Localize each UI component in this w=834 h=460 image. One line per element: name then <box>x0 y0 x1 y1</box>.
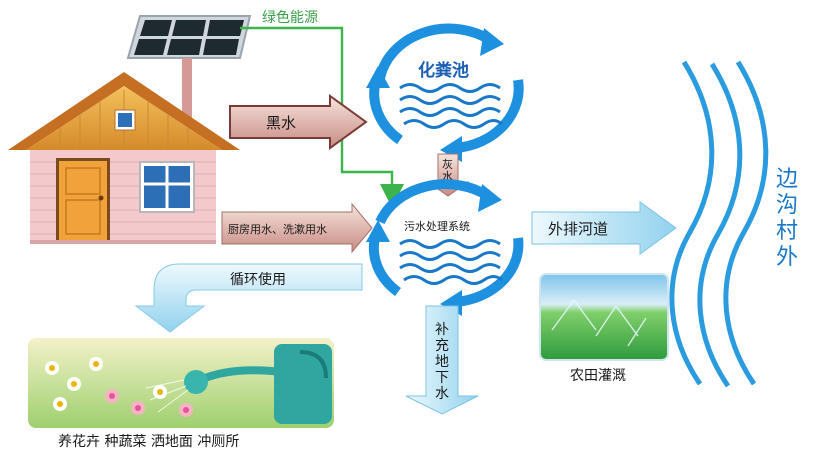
discharge-river-label: 外排河道 <box>548 220 608 238</box>
reuse-purposes-label: 养花卉 种蔬菜 洒地面 冲厕所 <box>58 434 239 450</box>
discharge-river-arrow <box>531 201 677 255</box>
kitchen-water-label: 厨房用水、洗漱用水 <box>228 223 327 236</box>
sewage-system-icon <box>366 179 524 316</box>
septic-tank-icon <box>366 23 524 162</box>
farm-irrigation-label: 农田灌溉 <box>570 368 626 384</box>
recycle-use-label: 循环使用 <box>230 271 286 288</box>
solar-panel-icon <box>126 15 252 118</box>
village-ditch-label: 边 沟 村 外 <box>776 167 805 270</box>
sewage-system-label: 污水处理系统 <box>404 220 470 233</box>
river-waves-icon <box>669 60 769 388</box>
flower-watering-image <box>28 338 334 428</box>
grey-water-label: 灰 水 <box>442 157 457 183</box>
kitchen-water-arrow <box>221 202 373 254</box>
black-water-label: 黑水 <box>266 114 296 132</box>
green-energy-label: 绿色能源 <box>262 9 318 26</box>
groundwater-recharge-label: 补 充 地 下 水 <box>435 322 453 402</box>
groundwater-recharge-arrow <box>405 305 479 415</box>
recycle-use-arrow <box>134 263 363 333</box>
septic-tank-label: 化粪池 <box>418 60 469 81</box>
black-water-arrow <box>229 94 368 150</box>
green-energy-connector <box>240 26 404 208</box>
house-icon <box>8 72 240 244</box>
farm-irrigation-image <box>539 273 669 361</box>
